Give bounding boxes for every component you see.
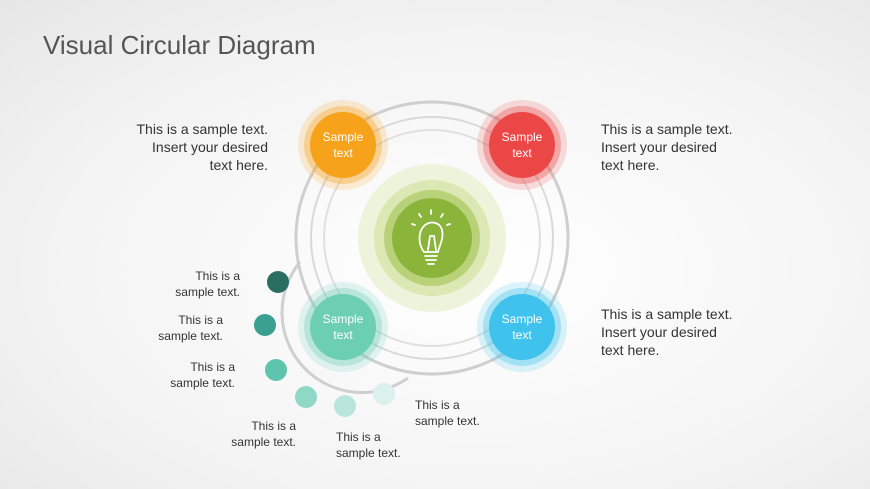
orange-node-label: Sample text <box>322 130 364 160</box>
bottom-right-text: This is a sample text. Insert your desir… <box>601 306 733 358</box>
dot-3-label: This is a sample text. <box>170 360 235 390</box>
top-right-text: This is a sample text. Insert your desir… <box>601 121 733 173</box>
top-left-text: This is a sample text. Insert your desir… <box>136 121 269 173</box>
red-node-label: Sample text <box>501 130 543 160</box>
blue-node <box>489 294 555 360</box>
dot-1 <box>267 271 289 293</box>
lightbulb-icon <box>411 209 451 265</box>
red-node <box>489 112 555 178</box>
dot-5-label: This is a sample text. <box>336 430 401 460</box>
dot-3 <box>265 359 287 381</box>
dot-6-label: This is a sample text. <box>415 398 480 428</box>
blue-node-label: Sample text <box>501 312 543 342</box>
dot-6 <box>373 383 395 405</box>
teal-node <box>310 294 376 360</box>
dot-5 <box>334 395 356 417</box>
outer-ring <box>294 100 570 376</box>
teal-node-label: Sample text <box>322 312 364 342</box>
dot-1-label: This is a sample text. <box>175 269 240 299</box>
dot-4-label: This is a sample text. <box>231 419 296 449</box>
orange-node <box>310 112 376 178</box>
middle-ring <box>310 116 554 360</box>
dot-2-label: This is a sample text. <box>158 313 223 343</box>
dot-4 <box>295 386 317 408</box>
dot-2 <box>254 314 276 336</box>
center-circle <box>392 198 472 278</box>
page-title: Visual Circular Diagram <box>43 30 316 60</box>
inner-ring <box>323 129 541 347</box>
